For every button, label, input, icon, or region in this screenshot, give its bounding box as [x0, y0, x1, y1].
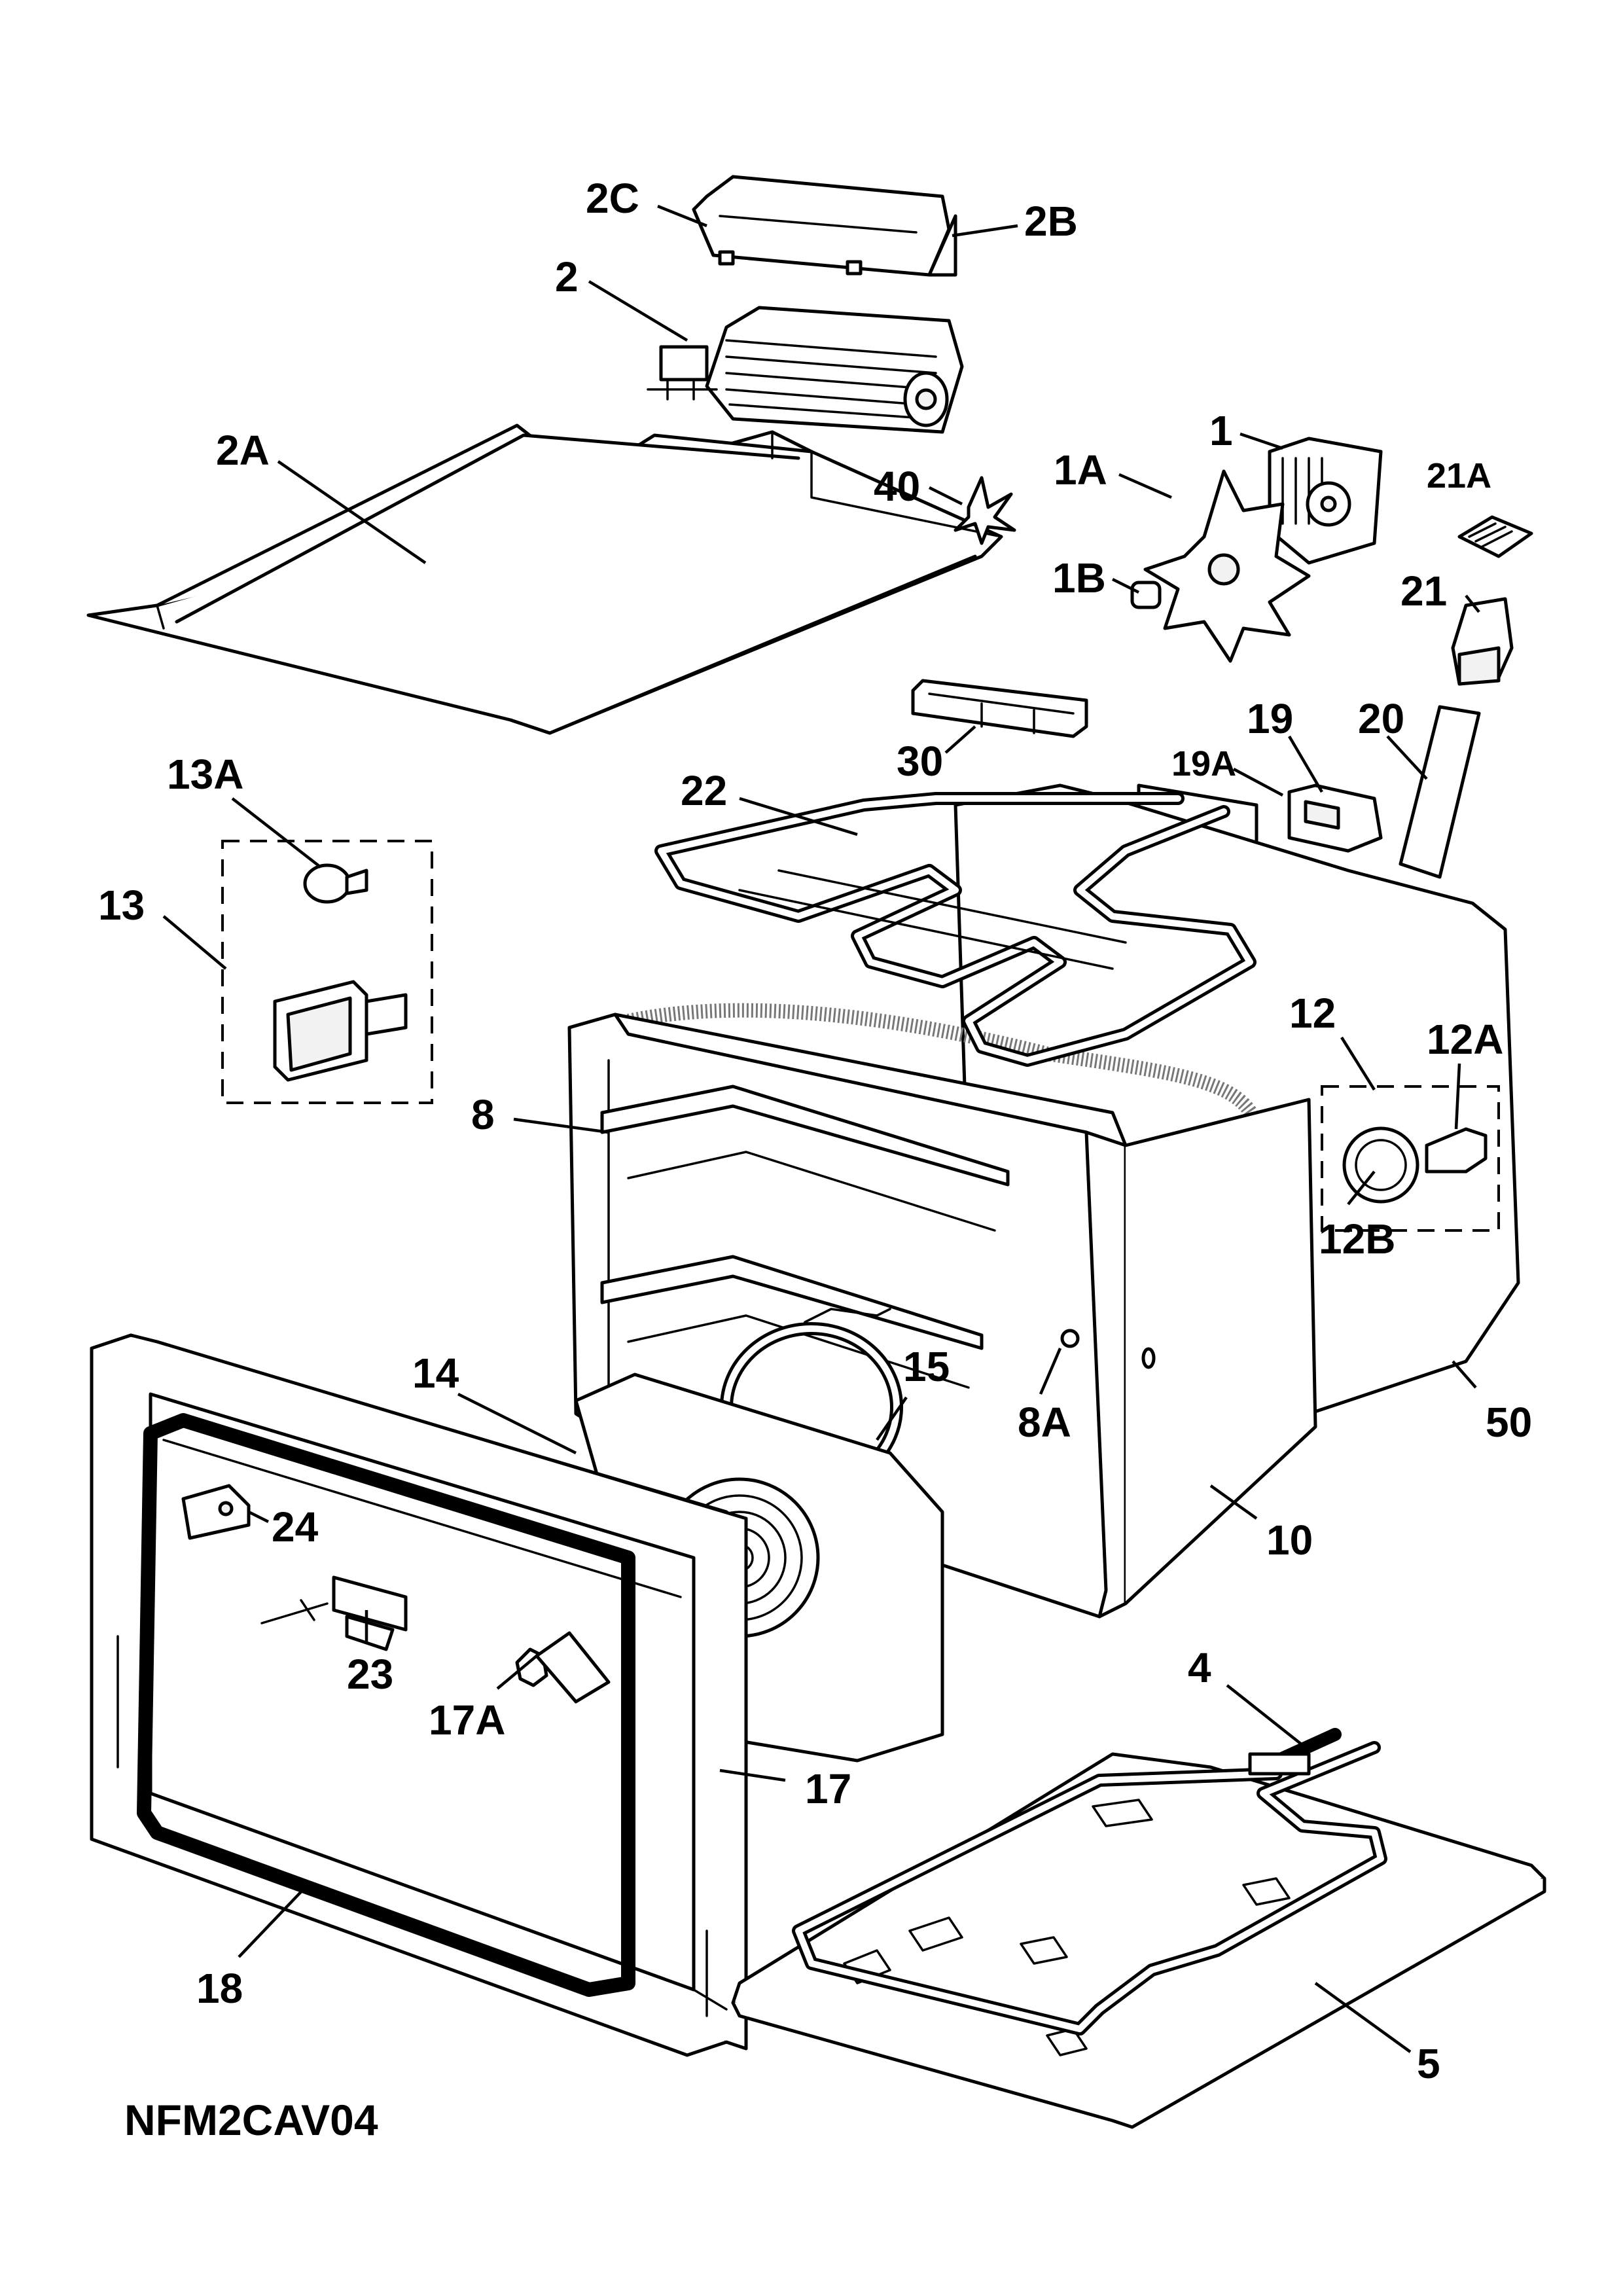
part-switch-cap	[1457, 515, 1533, 558]
callout-2C: 2C	[586, 175, 639, 222]
part-fan-motor	[1268, 437, 1383, 565]
part-bracket	[911, 679, 1088, 738]
part-base-element	[792, 1728, 1387, 2036]
part-grill-element	[654, 792, 1257, 1067]
part-duct-cover	[692, 175, 957, 277]
part-screw	[515, 1631, 611, 1704]
callout-12B: 12B	[1319, 1215, 1395, 1263]
callout-12A: 12A	[1427, 1016, 1503, 1063]
part-rod	[1399, 705, 1481, 879]
part-fan-blade	[1143, 469, 1311, 663]
callout-8: 8	[471, 1091, 495, 1138]
callout-2B: 2B	[1024, 198, 1078, 245]
leader-lines	[162, 204, 1480, 2053]
callout-50: 50	[1486, 1399, 1532, 1446]
part-fan-nut	[1130, 581, 1162, 609]
diagram-code: NFM2CAV04	[124, 2096, 378, 2144]
callout-labels: 2C 2B 2 2A 40 1 1A 1B 21A 21 20 19 19A 3…	[98, 175, 1532, 2144]
callout-12: 12	[1289, 990, 1336, 1037]
callout-40: 40	[874, 463, 920, 510]
part-tangential-fan	[647, 306, 964, 434]
part-door-seal	[137, 1413, 635, 1997]
part-hinge-bracket	[181, 1484, 251, 1540]
callout-1: 1	[1209, 407, 1233, 454]
callout-17: 17	[805, 1765, 851, 1812]
callout-13: 13	[98, 882, 145, 929]
part-door-frame	[90, 1333, 748, 2057]
callout-21: 21	[1400, 567, 1447, 615]
callout-13A: 13A	[167, 751, 243, 798]
part-small-fan	[954, 476, 1016, 545]
callout-5: 5	[1417, 2040, 1440, 2087]
callout-19: 19	[1247, 695, 1293, 742]
part-top-shield	[86, 423, 1003, 735]
part-rear-lamp	[1321, 1085, 1500, 1232]
part-side-lamp	[221, 840, 433, 1104]
callout-23: 23	[347, 1651, 393, 1698]
part-door-latch	[260, 1575, 408, 1651]
callout-22: 22	[681, 767, 727, 814]
callout-18: 18	[196, 1965, 243, 2012]
callout-8A: 8A	[1018, 1399, 1071, 1446]
callout-30: 30	[897, 738, 943, 785]
callout-24: 24	[272, 1503, 319, 1551]
callout-21A: 21A	[1427, 456, 1491, 495]
callout-2A: 2A	[216, 427, 270, 474]
callout-1A: 1A	[1054, 446, 1107, 493]
callout-14: 14	[412, 1350, 459, 1397]
callout-15: 15	[903, 1343, 950, 1390]
callout-1B: 1B	[1052, 554, 1106, 601]
callout-10: 10	[1266, 1516, 1313, 1564]
callout-17A: 17A	[429, 1696, 505, 1744]
callout-2: 2	[555, 253, 579, 300]
callout-4: 4	[1188, 1644, 1211, 1691]
part-base-plate	[731, 1752, 1546, 2129]
callout-19A: 19A	[1171, 744, 1236, 783]
part-switch	[1451, 597, 1514, 686]
callout-20: 20	[1358, 695, 1404, 742]
